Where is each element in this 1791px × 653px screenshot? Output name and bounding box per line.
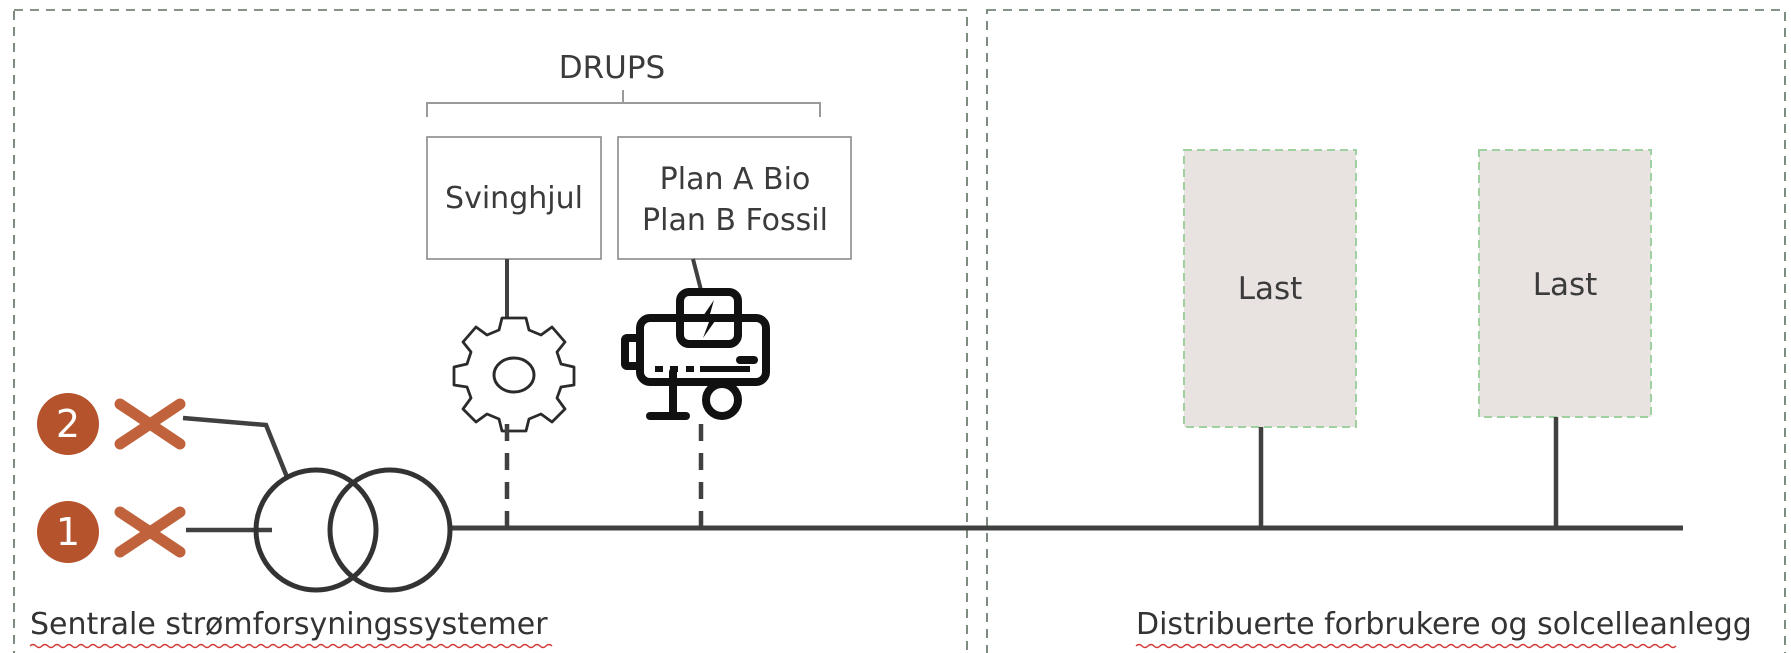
distributed-region-title: Distribuerte forbrukere og solcelleanleg… xyxy=(1136,607,1752,642)
flywheel-box xyxy=(426,136,602,260)
spellcheck-squiggle-right xyxy=(1135,643,1677,649)
drups-label: DRUPS xyxy=(559,50,665,86)
feed-2-number: 2 xyxy=(56,402,80,446)
feed-2-line xyxy=(182,415,290,478)
feed-2-cross-icon xyxy=(114,398,186,450)
generator-icon xyxy=(621,288,770,420)
load-label-1: Last xyxy=(1238,271,1303,307)
distributed-region-border xyxy=(986,9,1786,653)
spellcheck-squiggle-left xyxy=(29,643,553,649)
load-box-1 xyxy=(1183,149,1357,428)
feed-1-cross-icon xyxy=(114,506,186,558)
gear-icon xyxy=(452,316,576,433)
feed-2-badge: 2 xyxy=(37,393,99,455)
flywheel-label: Svinghjul xyxy=(445,181,583,216)
central-region-border xyxy=(13,9,968,653)
feed-1-badge: 1 xyxy=(37,501,99,563)
generator-connector xyxy=(691,258,703,291)
generator-plan-box xyxy=(617,136,852,260)
generator-panel-dots xyxy=(655,366,750,372)
feed-1-number: 1 xyxy=(56,510,80,554)
load-box-2 xyxy=(1478,149,1652,418)
generator-plan-a-label: Plan A Bio xyxy=(660,162,811,197)
bolt-icon xyxy=(699,300,720,338)
drups-bracket xyxy=(426,90,821,117)
generator-plan-b-label: Plan B Fossil xyxy=(642,203,828,238)
transformer-icon xyxy=(253,467,453,593)
load-label-2: Last xyxy=(1533,267,1598,303)
central-region-title: Sentrale strømforsyningssystemer xyxy=(30,607,548,642)
